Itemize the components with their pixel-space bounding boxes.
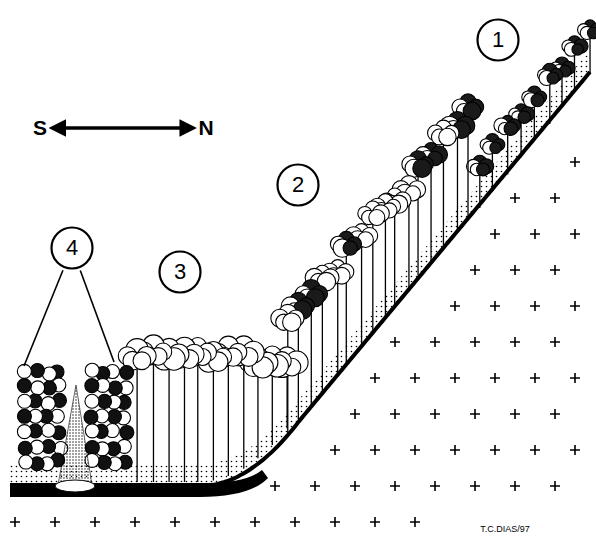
tree	[150, 338, 189, 482]
direction-letter: N	[198, 116, 213, 140]
author-signature: T.C.DIAS/97	[480, 524, 530, 534]
soil-stipple	[10, 50, 590, 486]
tree	[239, 347, 278, 458]
tree	[402, 151, 433, 276]
leader-line	[24, 270, 63, 366]
callout-number: 3	[174, 259, 186, 285]
stream	[58, 385, 92, 485]
callout-circle: 4	[50, 226, 94, 270]
vegetation	[17, 20, 596, 492]
tree	[369, 194, 400, 319]
callout-number: 4	[66, 235, 78, 261]
callout-circle: 3	[158, 250, 202, 294]
callout-number: 2	[292, 172, 304, 198]
tree	[330, 231, 361, 362]
direction-arrow	[52, 126, 193, 130]
leader-line	[80, 271, 114, 362]
tree	[562, 36, 588, 91]
callout-circle: 2	[276, 163, 320, 207]
callout-circle: 1	[476, 18, 520, 62]
callout-number: 1	[492, 27, 504, 53]
ground-line	[10, 72, 590, 486]
tree	[467, 155, 494, 208]
tree	[358, 201, 390, 333]
valley-floor	[10, 470, 268, 497]
tree	[428, 120, 459, 247]
direction-letter: S	[33, 116, 47, 140]
